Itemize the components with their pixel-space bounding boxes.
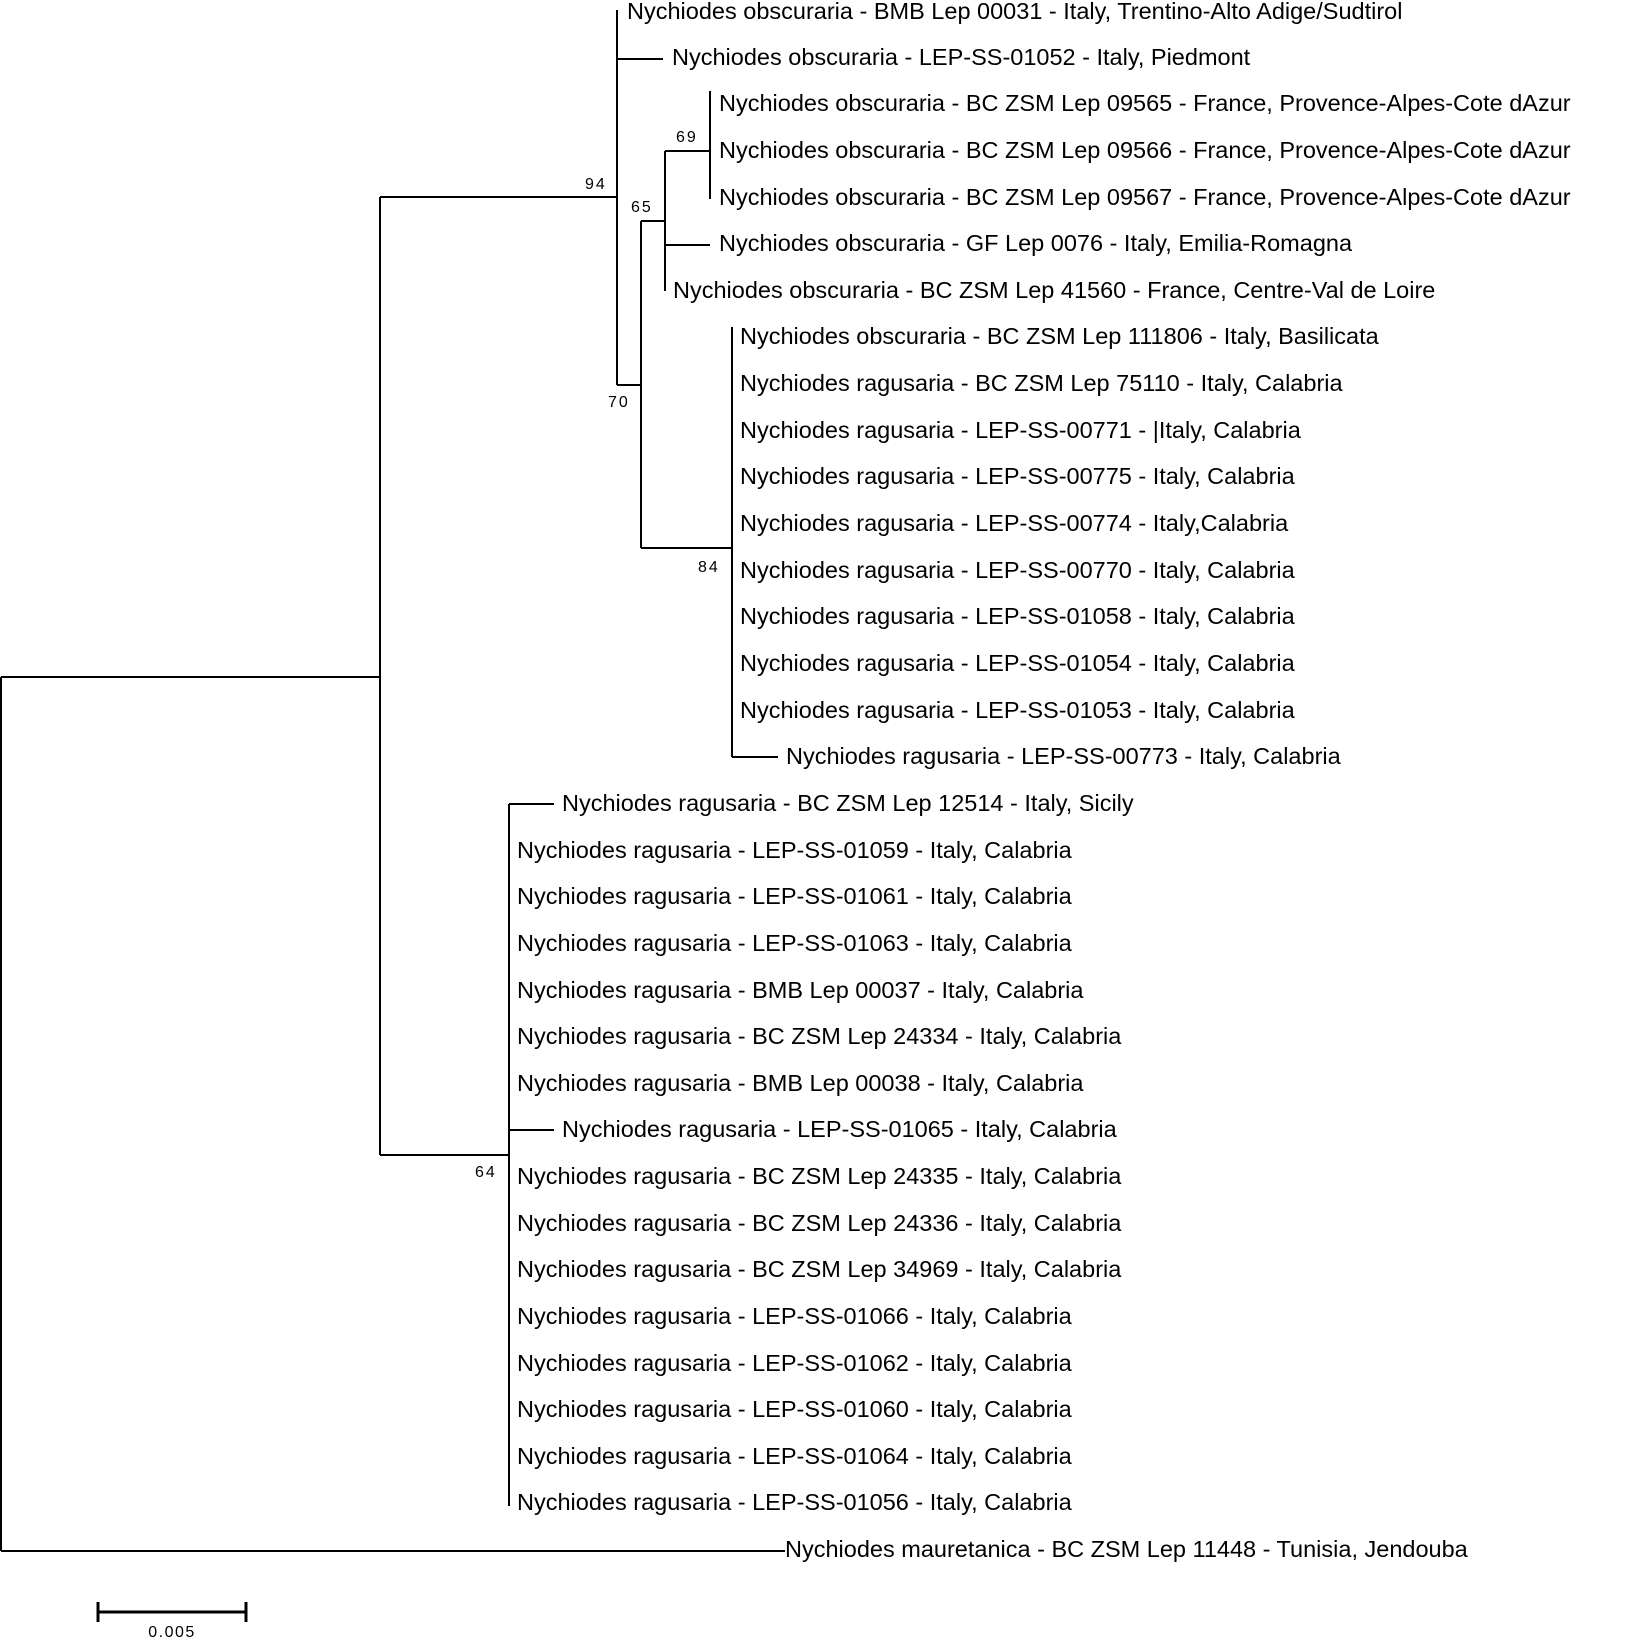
leaf-label: Nychiodes ragusaria - BMB Lep 00037 - It… <box>517 977 1084 1003</box>
tree-branches <box>0 10 785 1552</box>
leaf-label: Nychiodes ragusaria - LEP-SS-01054 - Ita… <box>740 650 1296 676</box>
leaf-label: Nychiodes ragusaria - LEP-SS-00771 - |It… <box>740 417 1302 443</box>
leaf-label: Nychiodes obscuraria - BC ZSM Lep 41560 … <box>673 277 1435 303</box>
support-value-69: 69 <box>676 129 698 146</box>
leaf-label: Nychiodes obscuraria - LEP-SS-01052 - It… <box>672 44 1251 70</box>
leaf-label: Nychiodes ragusaria - BC ZSM Lep 24335 -… <box>517 1163 1122 1189</box>
leaf-label: Nychiodes ragusaria - LEP-SS-00773 - Ita… <box>786 743 1342 769</box>
leaf-label: Nychiodes obscuraria - BC ZSM Lep 09565 … <box>719 90 1571 116</box>
support-value-94: 94 <box>585 176 607 193</box>
leaf-label: Nychiodes obscuraria - BMB Lep 00031 - I… <box>627 0 1402 24</box>
leaf-label: Nychiodes ragusaria - BC ZSM Lep 12514 -… <box>562 790 1134 816</box>
leaf-label: Nychiodes obscuraria - BC ZSM Lep 09567 … <box>719 184 1571 210</box>
leaf-label: Nychiodes ragusaria - LEP-SS-01058 - Ita… <box>740 603 1296 629</box>
leaf-labels: Nychiodes obscuraria - BMB Lep 00031 - I… <box>517 0 1571 1562</box>
leaf-label: Nychiodes ragusaria - LEP-SS-00774 - Ita… <box>740 510 1289 536</box>
scale-bar-label: 0.005 <box>148 1624 196 1639</box>
leaf-label: Nychiodes ragusaria - BC ZSM Lep 75110 -… <box>740 370 1343 396</box>
leaf-label: Nychiodes ragusaria - LEP-SS-01056 - Ita… <box>517 1489 1073 1515</box>
leaf-label: Nychiodes ragusaria - LEP-SS-01061 - Ita… <box>517 883 1073 909</box>
leaf-label: Nychiodes ragusaria - LEP-SS-01053 - Ita… <box>740 697 1296 723</box>
leaf-label: Nychiodes obscuraria - BC ZSM Lep 09566 … <box>719 137 1571 163</box>
support-value-70: 70 <box>608 394 630 411</box>
leaf-label: Nychiodes ragusaria - LEP-SS-01062 - Ita… <box>517 1350 1073 1376</box>
scale-bar: 0.005 <box>96 1602 248 1639</box>
leaf-label: Nychiodes obscuraria - GF Lep 0076 - Ita… <box>719 230 1353 256</box>
leaf-label: Nychiodes ragusaria - BC ZSM Lep 24334 -… <box>517 1023 1122 1049</box>
leaf-label: Nychiodes ragusaria - BMB Lep 00038 - It… <box>517 1070 1084 1096</box>
leaf-label: Nychiodes ragusaria - LEP-SS-00770 - Ita… <box>740 557 1296 583</box>
support-value-64: 64 <box>475 1164 497 1181</box>
leaf-label: Nychiodes ragusaria - LEP-SS-00775 - Ita… <box>740 463 1296 489</box>
leaf-label: Nychiodes obscuraria - BC ZSM Lep 111806… <box>740 323 1380 349</box>
leaf-label: Nychiodes ragusaria - BC ZSM Lep 34969 -… <box>517 1256 1122 1282</box>
support-value-84: 84 <box>698 559 720 576</box>
leaf-label: Nychiodes ragusaria - LEP-SS-01065 - Ita… <box>562 1116 1118 1142</box>
leaf-label: Nychiodes mauretanica - BC ZSM Lep 11448… <box>785 1536 1469 1562</box>
support-values: 94 69 65 70 84 64 <box>475 129 720 1181</box>
leaf-label: Nychiodes ragusaria - LEP-SS-01060 - Ita… <box>517 1396 1073 1422</box>
leaf-label: Nychiodes ragusaria - LEP-SS-01066 - Ita… <box>517 1303 1073 1329</box>
leaf-label: Nychiodes ragusaria - LEP-SS-01059 - Ita… <box>517 837 1073 863</box>
support-value-65: 65 <box>631 199 653 216</box>
leaf-label: Nychiodes ragusaria - LEP-SS-01064 - Ita… <box>517 1443 1073 1469</box>
leaf-label: Nychiodes ragusaria - LEP-SS-01063 - Ita… <box>517 930 1073 956</box>
leaf-label: Nychiodes ragusaria - BC ZSM Lep 24336 -… <box>517 1210 1122 1236</box>
